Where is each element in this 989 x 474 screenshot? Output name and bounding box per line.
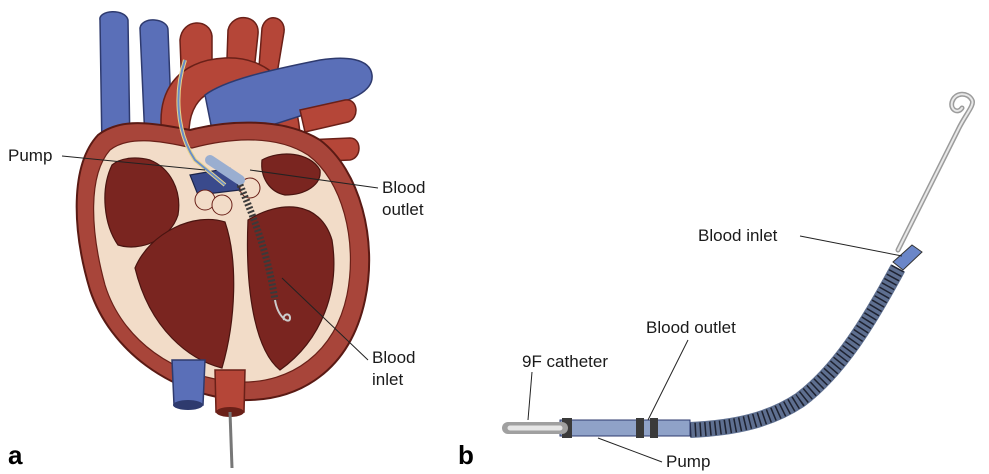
pump-housing [560,420,690,436]
outlet-ring-2 [650,418,658,438]
blood-outlet-leader-line-b [648,340,688,420]
label-blood-outlet-a-line2: outlet [382,200,424,220]
label-blood-inlet-b: Blood inlet [698,226,777,246]
outlet-ring-1 [636,418,644,438]
label-catheter-b: 9F catheter [522,352,608,372]
impella-device-illustration [508,94,973,438]
label-pump-a: Pump [8,146,52,166]
label-blood-outlet-b: Blood outlet [646,318,736,338]
panel-letter-a: a [8,440,22,471]
heart-illustration [77,12,372,468]
cannula-body [690,268,898,430]
label-pump-b: Pump [666,452,710,472]
blood-inlet-leader-line-b [800,236,902,256]
panel-letter-b: b [458,440,474,471]
inferior-vena-cava [172,360,205,405]
label-blood-inlet-a-line2: inlet [372,370,403,390]
catheter-leader-line-b [528,372,532,420]
label-blood-inlet-a-line1: Blood [372,348,415,368]
pump-leader-line-b [598,438,662,462]
descending-aorta [215,370,245,412]
inferior-vena-cava-opening [173,400,203,410]
label-blood-outlet-a-line1: Blood [382,178,425,198]
femoral-catheter-line [230,412,232,468]
valve-leaflet-2 [212,195,232,215]
